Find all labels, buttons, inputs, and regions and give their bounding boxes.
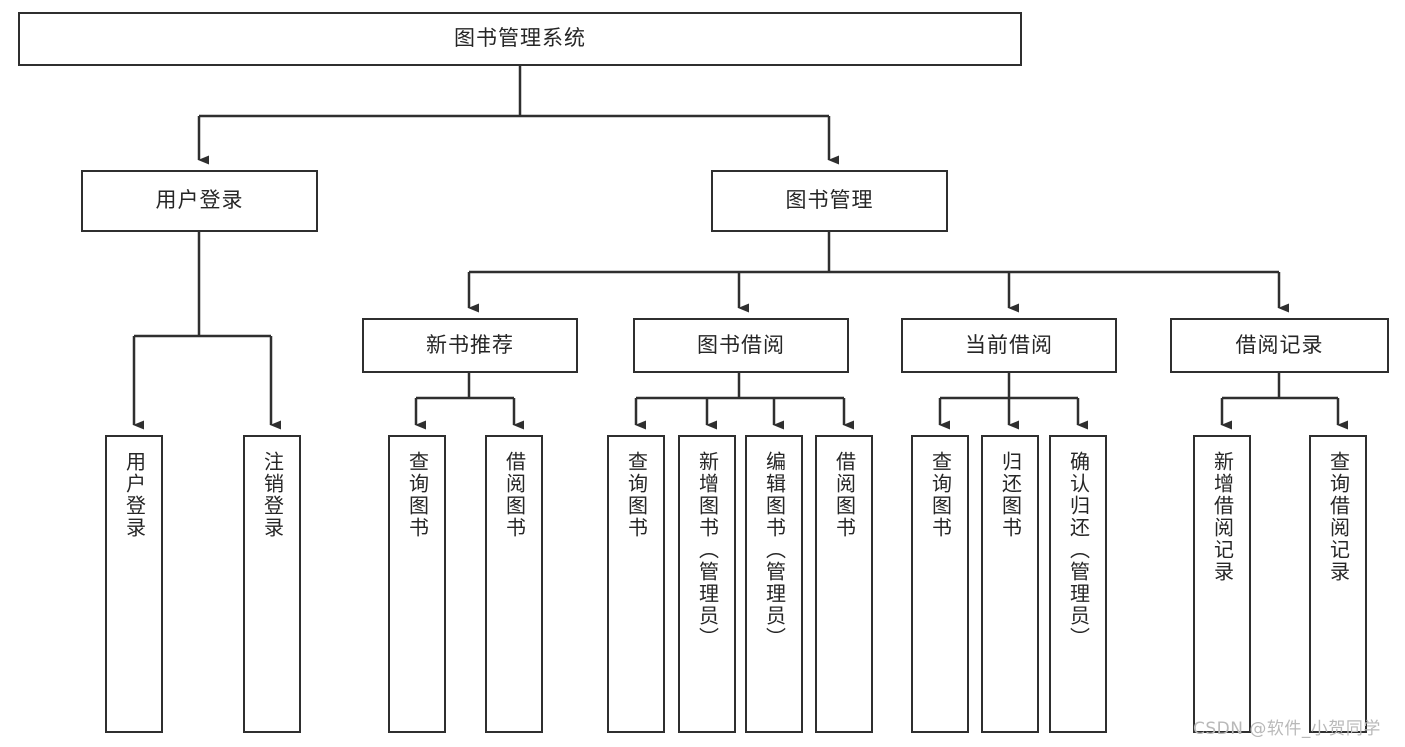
node-label: 查询图书 <box>928 451 953 539</box>
node-leaf-borrow-book-2[interactable]: 借阅图书 <box>815 435 873 733</box>
node-label: 确认归还（管理员） <box>1066 451 1091 649</box>
node-user-login[interactable]: 用户登录 <box>81 170 318 232</box>
node-book-borrow[interactable]: 图书借阅 <box>633 318 849 373</box>
node-leaf-return-book[interactable]: 归还图书 <box>981 435 1039 733</box>
node-leaf-add-book[interactable]: 新增图书（管理员） <box>678 435 736 733</box>
node-new-book-recommend[interactable]: 新书推荐 <box>362 318 578 373</box>
node-label: 图书管理 <box>785 188 874 213</box>
node-leaf-borrow-book-1[interactable]: 借阅图书 <box>485 435 543 733</box>
node-leaf-query-book-2[interactable]: 查询图书 <box>607 435 665 733</box>
node-label: 当前借阅 <box>965 332 1053 357</box>
node-current-borrow[interactable]: 当前借阅 <box>901 318 1117 373</box>
node-leaf-logout-login[interactable]: 注销登录 <box>243 435 301 733</box>
node-leaf-confirm-return[interactable]: 确认归还（管理员） <box>1049 435 1107 733</box>
node-root-book-management-system[interactable]: 图书管理系统 <box>18 12 1022 66</box>
node-label: 归还图书 <box>998 451 1023 539</box>
node-label: 查询借阅记录 <box>1326 451 1351 583</box>
node-label: 图书借阅 <box>697 332 785 357</box>
node-label: 查询图书 <box>405 451 430 539</box>
node-leaf-query-book-1[interactable]: 查询图书 <box>388 435 446 733</box>
node-label: 借阅记录 <box>1235 332 1324 357</box>
node-label: 借阅图书 <box>832 451 857 539</box>
node-book-management[interactable]: 图书管理 <box>711 170 948 232</box>
node-label: 用户登录 <box>122 451 147 539</box>
node-label: 借阅图书 <box>502 451 527 539</box>
node-label: 注销登录 <box>260 451 285 539</box>
node-label: 新书推荐 <box>426 332 514 357</box>
node-label: 新增借阅记录 <box>1210 451 1235 583</box>
node-leaf-edit-book[interactable]: 编辑图书（管理员） <box>745 435 803 733</box>
node-label: 图书管理系统 <box>454 26 586 51</box>
node-leaf-add-record[interactable]: 新增借阅记录 <box>1193 435 1251 733</box>
node-borrow-record[interactable]: 借阅记录 <box>1170 318 1389 373</box>
node-leaf-query-record[interactable]: 查询借阅记录 <box>1309 435 1367 733</box>
node-label: 查询图书 <box>624 451 649 539</box>
node-leaf-user-login[interactable]: 用户登录 <box>105 435 163 733</box>
node-label: 新增图书（管理员） <box>695 451 720 649</box>
node-leaf-query-book-3[interactable]: 查询图书 <box>911 435 969 733</box>
node-label: 编辑图书（管理员） <box>762 451 787 649</box>
node-label: 用户登录 <box>155 188 244 213</box>
csdn-watermark: CSDN @软件_小贺同学 <box>1193 719 1381 739</box>
